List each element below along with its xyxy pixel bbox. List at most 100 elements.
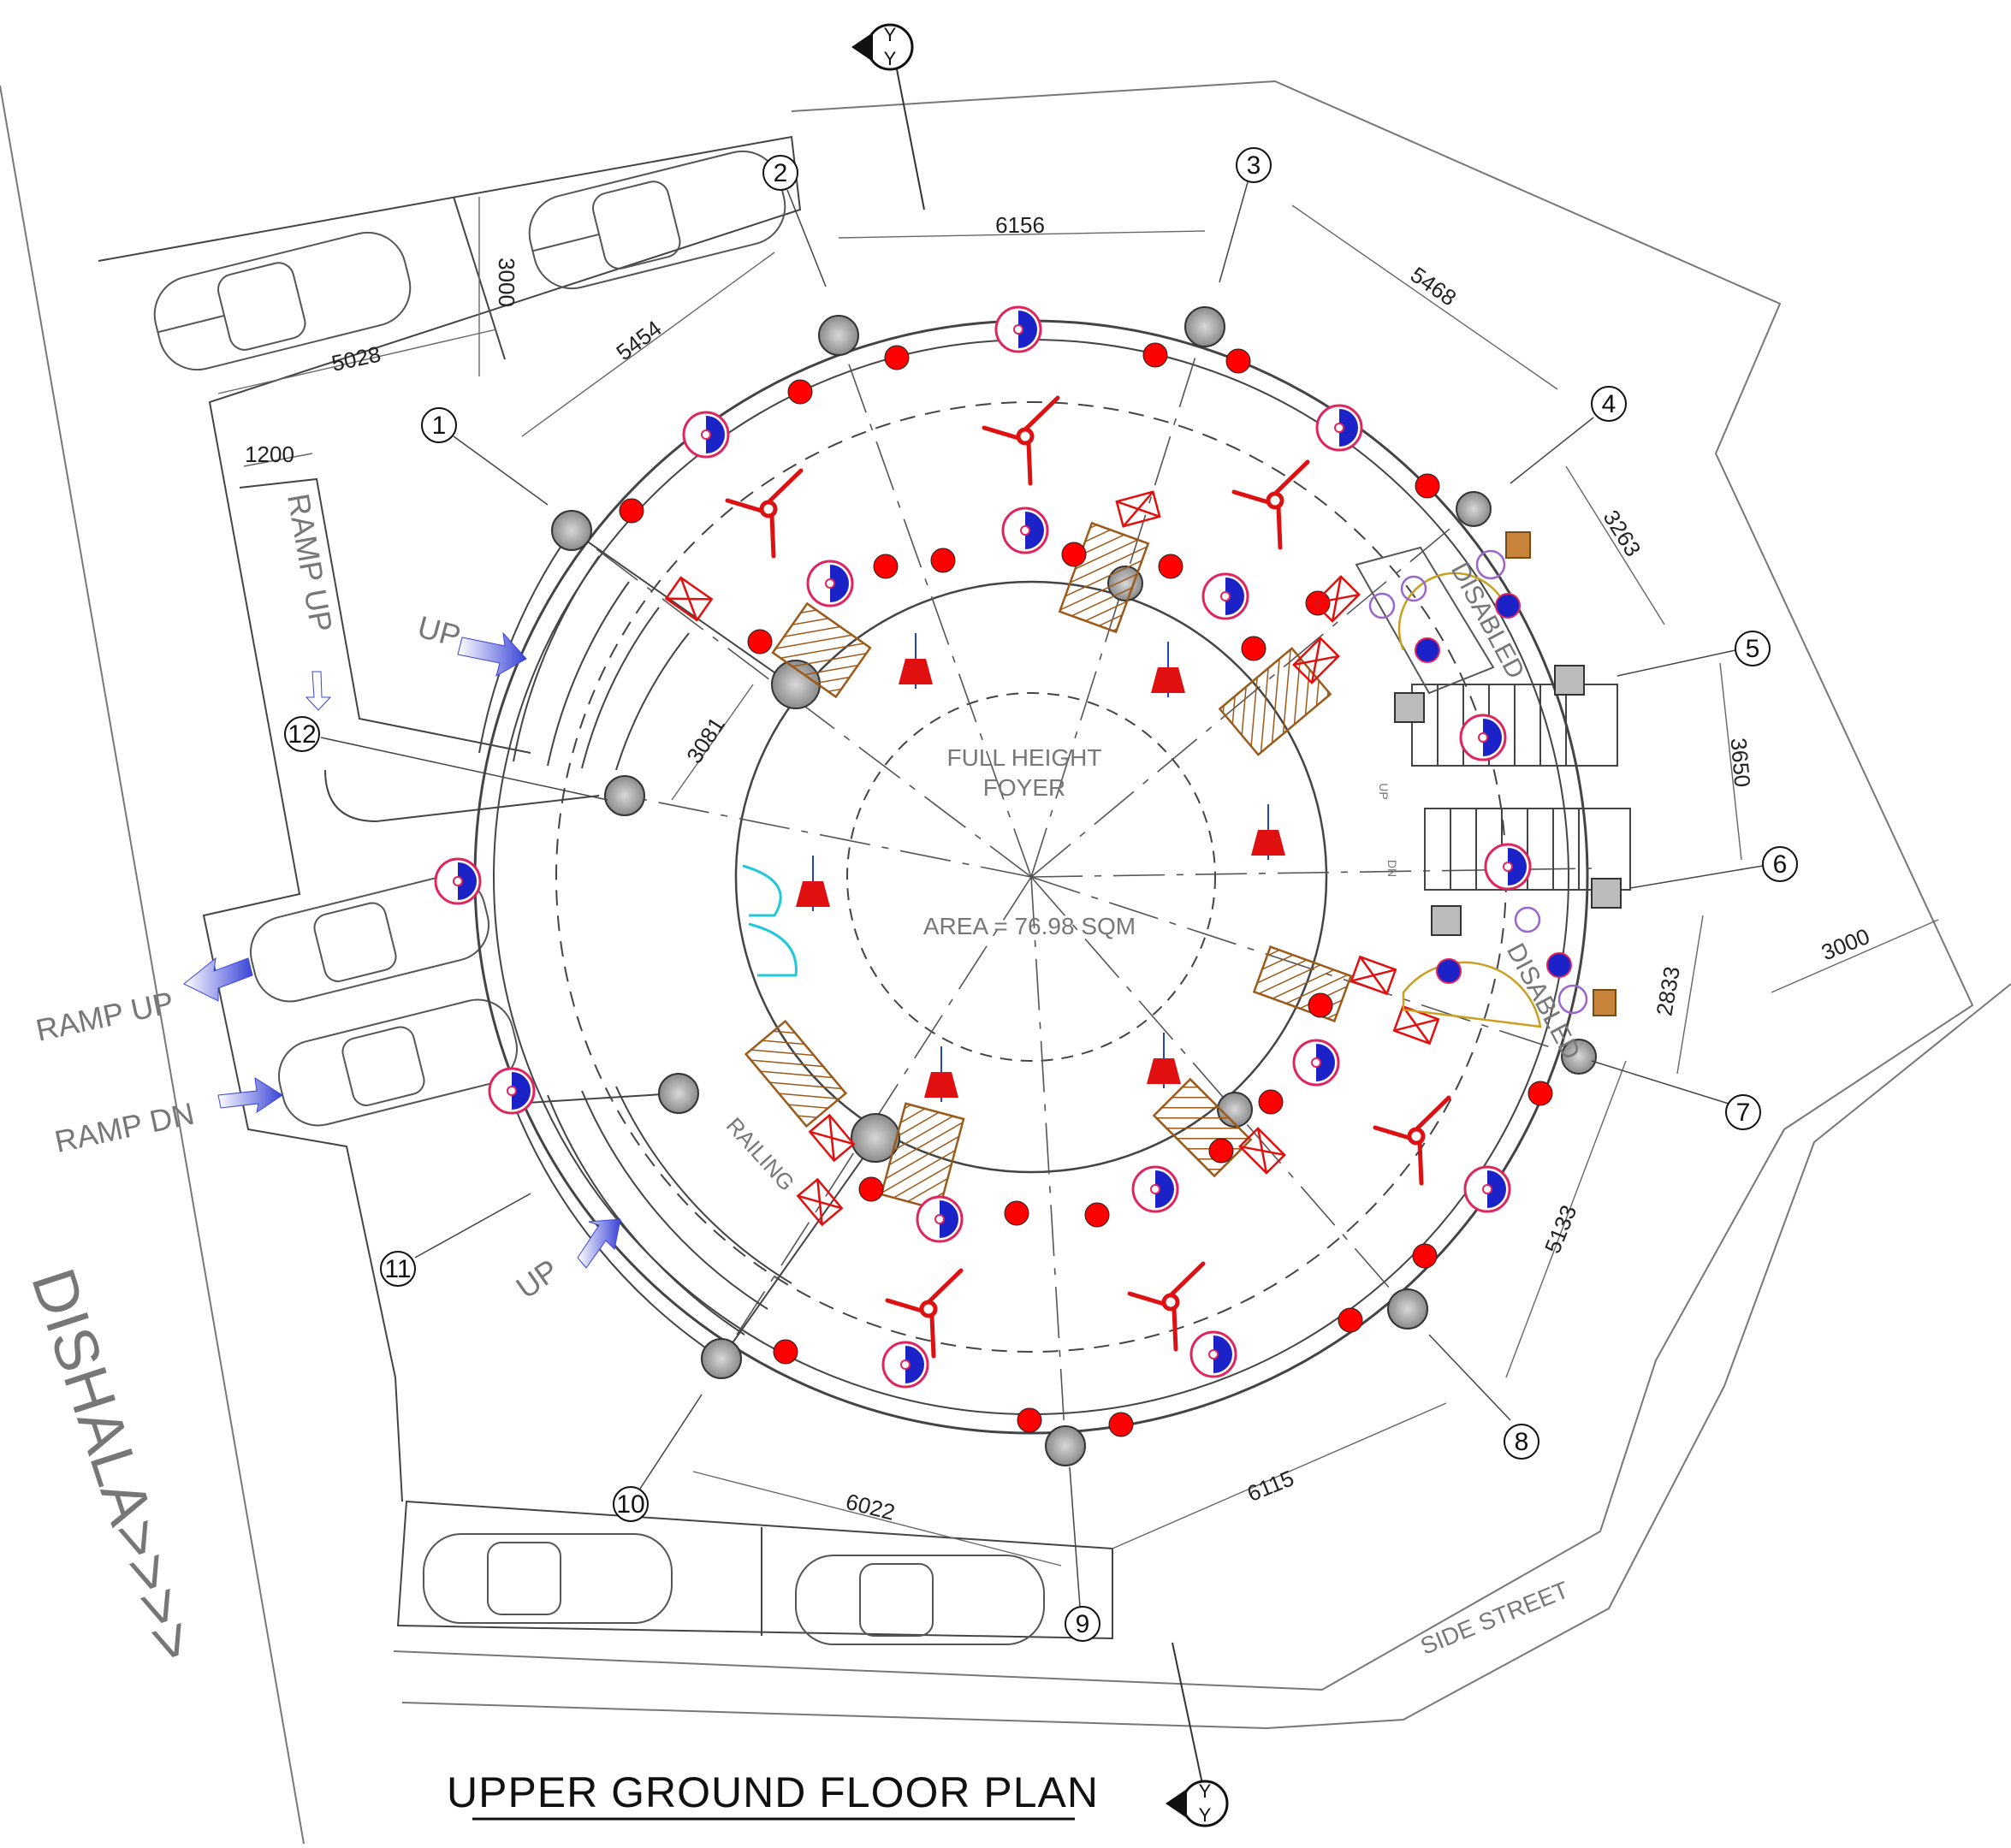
fire-box-icon (1392, 1004, 1440, 1045)
car-6 (795, 1555, 1045, 1645)
ac-unit-icon (682, 411, 730, 459)
arrow-right-icon (217, 1077, 283, 1114)
svg-text:8: 8 (1515, 1428, 1529, 1456)
ac-unit-icon (1189, 1330, 1237, 1378)
columns (551, 306, 1597, 1466)
cyan-door (742, 864, 798, 977)
light-icon (1338, 1307, 1363, 1333)
svg-text:9: 9 (1076, 1610, 1090, 1638)
drawing-title-text: UPPER GROUND FLOOR PLAN (447, 1768, 1099, 1816)
ac-unit-icon (1463, 1165, 1511, 1213)
ac-unit-icon (1201, 572, 1249, 620)
section-marker-top: Y Y (851, 23, 925, 210)
light-icon (1415, 473, 1440, 499)
fire-box-icon (796, 1177, 844, 1227)
railing-label: RAILING (721, 1112, 800, 1195)
grid-bubble-5: 5 (1617, 631, 1771, 677)
arrow-left-icon (183, 957, 253, 1002)
dim-6115: 6115 (1243, 1465, 1297, 1507)
dim-2833: 2833 (1651, 964, 1685, 1017)
ac-unit-icon (994, 305, 1042, 353)
section-marker-bottom-lower: Y (1199, 1804, 1212, 1826)
car-1 (153, 231, 412, 371)
ac-units (434, 305, 1532, 1389)
light-icon (619, 498, 644, 524)
light-icon (1061, 542, 1087, 567)
grid-bubble-12: 12 (284, 716, 608, 801)
light-icon (1108, 1412, 1134, 1437)
dim-3650: 3650 (1726, 737, 1756, 788)
flow-arrows (183, 631, 621, 1269)
light-icon (1412, 1243, 1438, 1269)
car-5 (423, 1533, 673, 1624)
toilet-areas (1355, 531, 1617, 1028)
light-icon (773, 1339, 798, 1365)
toilet-icon (1368, 592, 1396, 619)
column (551, 510, 592, 551)
svg-text:7: 7 (1736, 1099, 1751, 1127)
fan-icon (1231, 459, 1310, 550)
svg-text:1: 1 (432, 412, 447, 440)
pendant-light-icon (899, 633, 933, 689)
column (818, 315, 859, 356)
dim-3000-horizontal: 3000 (1818, 923, 1873, 965)
svg-text:6: 6 (1773, 850, 1788, 879)
disabled-label-upper: DISABLED (1445, 558, 1530, 684)
fan-icon (725, 468, 804, 559)
grid-bubble-3: 3 (1219, 147, 1272, 283)
sink-icon (1546, 952, 1572, 978)
section-marker-top-lower: Y (884, 48, 897, 69)
column (1456, 491, 1492, 527)
ac-unit-icon (806, 560, 854, 607)
dimension-lines (217, 197, 1939, 1567)
fire-box-icon (808, 1113, 856, 1163)
foyer-label-line1: FULL HEIGHT (947, 744, 1102, 771)
sink-icon (1415, 637, 1440, 663)
grid-bubble-1: 1 (421, 407, 549, 506)
light-icon (1258, 1089, 1284, 1115)
site-boundary (0, 80, 2011, 1845)
pendant-light-icon (1251, 804, 1285, 860)
arrow-right-icon (457, 631, 527, 678)
dim-5028: 5028 (329, 341, 383, 376)
light-icon (1241, 636, 1267, 661)
fan-icon (1373, 1095, 1451, 1186)
ramp-strip (239, 477, 600, 823)
drawing-title: UPPER GROUND FLOOR PLAN (447, 1768, 1099, 1821)
light-icon (787, 379, 813, 405)
parking-outlines (98, 135, 1113, 1640)
section-marker-top-upper: Y (884, 24, 897, 45)
foyer-label-line2: FOYER (983, 774, 1065, 801)
fire-boxes (664, 490, 1440, 1227)
grid-bubble-8: 8 (1428, 1334, 1539, 1460)
dishala-label: DISHALA>>>> (18, 1261, 209, 1670)
grid-bubble-4: 4 (1510, 386, 1627, 484)
light-icon (873, 554, 899, 579)
svg-text:2: 2 (774, 159, 788, 187)
light-icon (1084, 1202, 1110, 1228)
ac-unit-icon (1131, 1165, 1179, 1213)
svg-text:3: 3 (1247, 151, 1261, 180)
toilet-icon (1400, 575, 1427, 602)
ac-unit-icon (881, 1341, 929, 1389)
svg-text:12: 12 (288, 720, 316, 749)
car-2 (528, 150, 786, 290)
square-columns (1394, 665, 1622, 936)
ac-unit-icon (1001, 506, 1049, 554)
stairs-left-lower (513, 1086, 878, 1359)
ac-unit-icon (1315, 404, 1363, 452)
pendant-lights (796, 633, 1285, 1102)
fire-box-icon (1350, 955, 1397, 996)
ramp-up-vertical-label: RAMP UP (281, 491, 340, 635)
up-label-lower: UP (510, 1253, 565, 1306)
ac-unit-icon (488, 1067, 536, 1115)
light-icon (1225, 348, 1251, 374)
car-4 (277, 998, 519, 1127)
pendant-light-icon (1151, 642, 1185, 697)
fire-box-icon (1292, 637, 1340, 684)
dim-3000-vertical: 3000 (494, 258, 519, 307)
cistern-icon (1505, 531, 1531, 559)
light-icon (1528, 1081, 1553, 1106)
